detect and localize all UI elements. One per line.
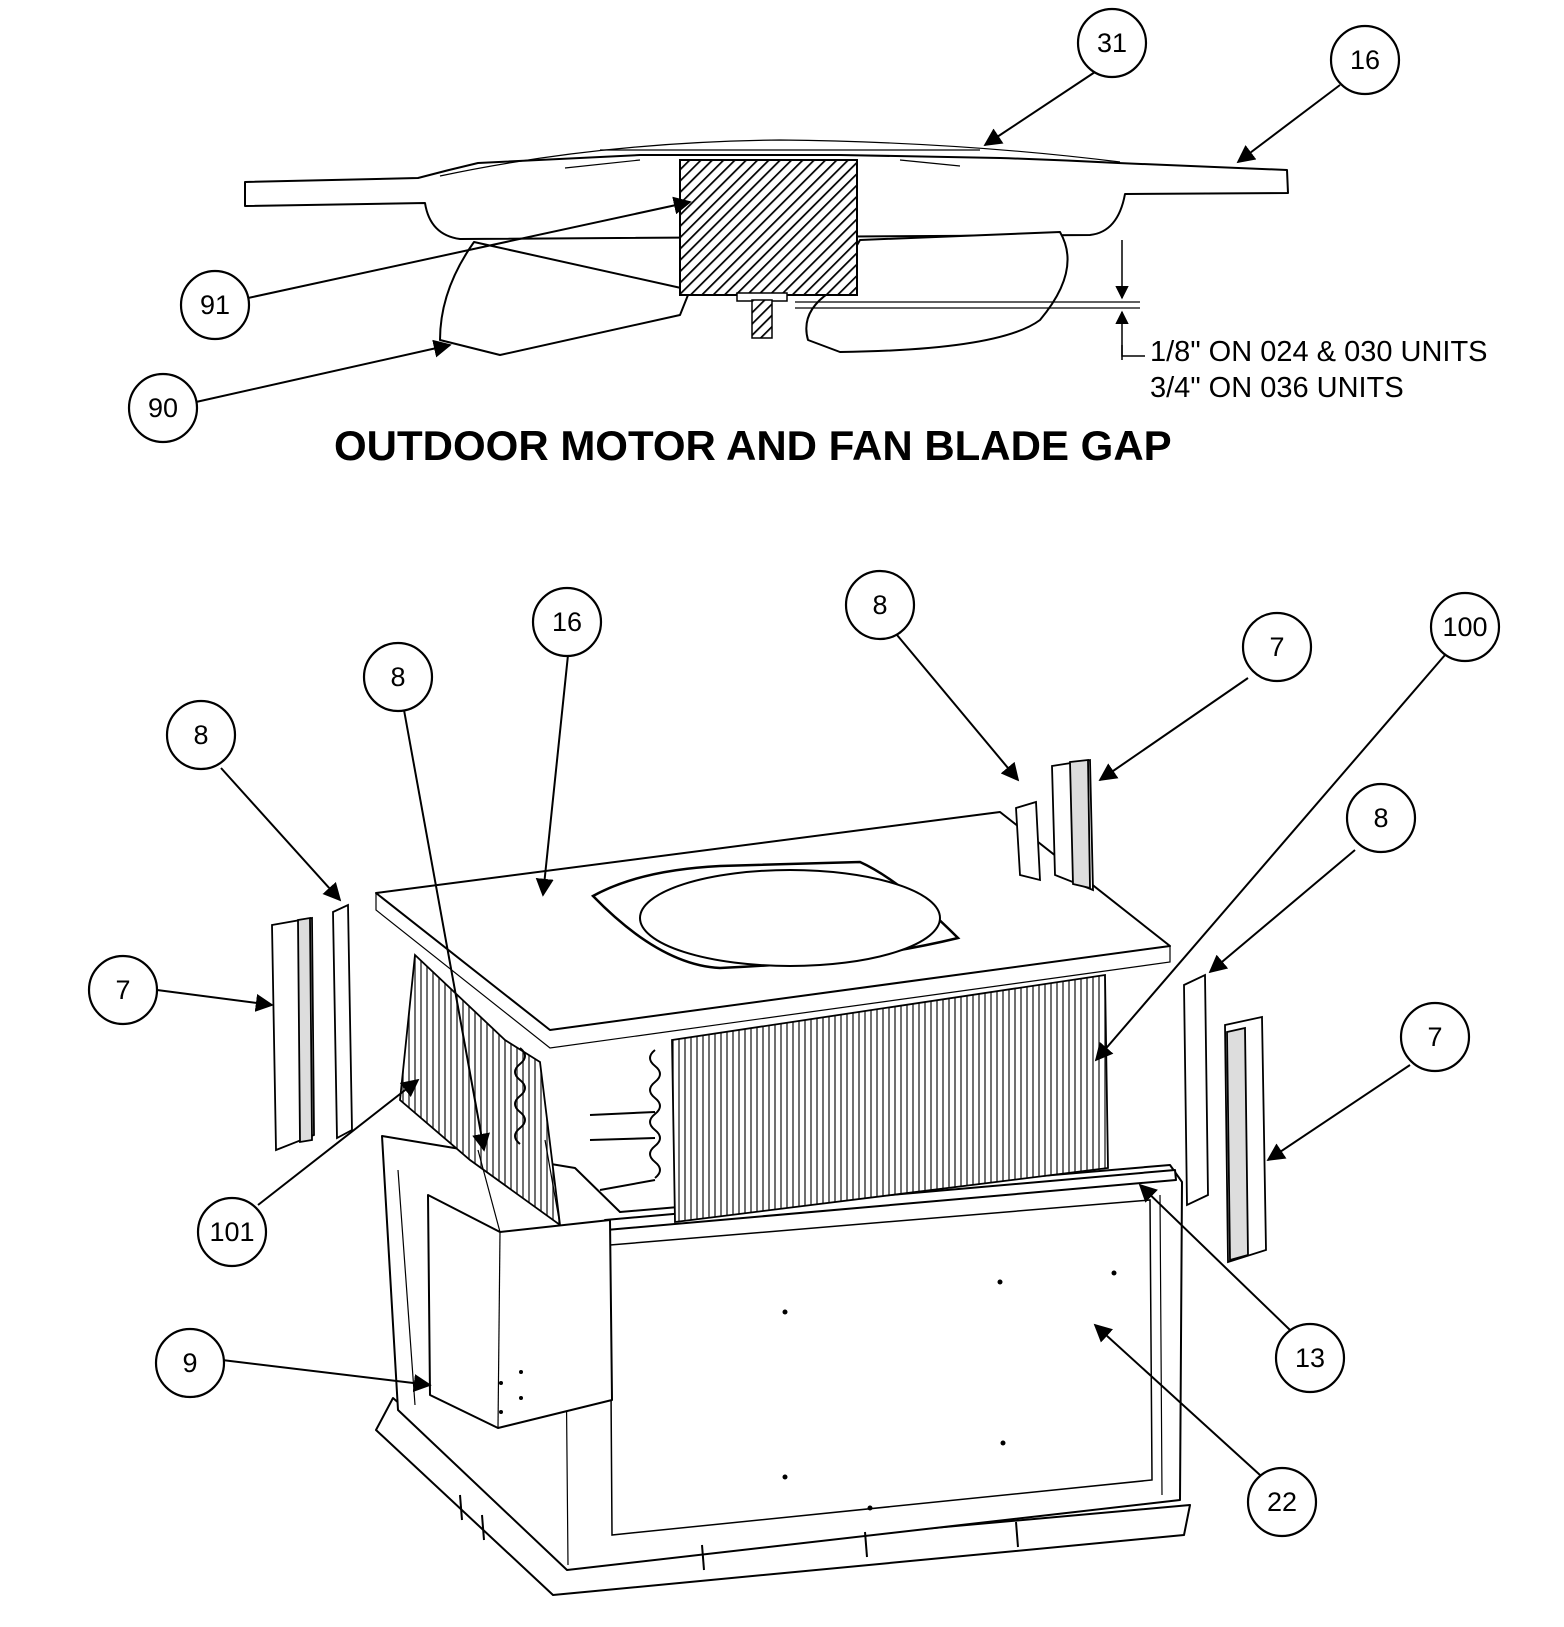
control-box (427, 1194, 613, 1429)
base-pan (375, 1397, 1191, 1596)
callout-9: 9 (154, 1327, 226, 1399)
callout-7-c: 7 (1399, 1001, 1471, 1073)
svg-text:22: 22 (1267, 1487, 1297, 1517)
diagram-title: OUTDOOR MOTOR AND FAN BLADE GAP (334, 422, 1172, 469)
callout-7-a: 7 (1241, 611, 1313, 683)
svg-text:7: 7 (1427, 1022, 1442, 1052)
corner-post-right (1224, 1015, 1267, 1264)
leader-lines (156, 71, 1446, 1476)
condenser-coil-front (671, 973, 1109, 1224)
callout-8-a: 8 (362, 641, 434, 713)
callout-16-top: 16 (1329, 24, 1401, 96)
callout-7-b: 7 (87, 954, 159, 1026)
fan-guard (439, 139, 1121, 177)
callout-101: 101 (196, 1196, 268, 1268)
corner-angle-right (1183, 973, 1209, 1207)
callout-100: 100 (1429, 591, 1501, 663)
svg-text:8: 8 (1373, 803, 1388, 833)
svg-text:13: 13 (1295, 1343, 1325, 1373)
fan-blade-left (439, 241, 691, 356)
gap-note-2: 3/4" ON 036 UNITS (1150, 372, 1404, 404)
svg-text:16: 16 (1350, 45, 1380, 75)
svg-text:16: 16 (552, 607, 582, 637)
callout-13: 13 (1274, 1322, 1346, 1394)
svg-text:8: 8 (390, 662, 405, 692)
svg-text:90: 90 (148, 393, 178, 423)
corner-post-back (1051, 758, 1094, 892)
svg-text:31: 31 (1097, 28, 1127, 58)
callout-90: 90 (127, 372, 199, 444)
fan-blade-right (805, 231, 1069, 353)
callout-8-d: 8 (1345, 782, 1417, 854)
gap-note-1: 1/8" ON 024 & 030 UNITS (1150, 336, 1488, 368)
svg-text:101: 101 (209, 1217, 254, 1247)
motor-fan-detail (244, 139, 1289, 360)
callout-8-b: 8 (165, 699, 237, 771)
unit-assembly (271, 758, 1267, 1596)
svg-text:7: 7 (1269, 632, 1284, 662)
corner-post-left (271, 916, 315, 1152)
svg-text:8: 8 (193, 720, 208, 750)
corner-angle-back (1015, 800, 1041, 882)
svg-text:7: 7 (115, 975, 130, 1005)
svg-text:8: 8 (872, 590, 887, 620)
svg-text:91: 91 (200, 290, 230, 320)
callout-16-bottom: 16 (531, 586, 603, 658)
svg-text:100: 100 (1442, 612, 1487, 642)
callout-31: 31 (1076, 7, 1148, 79)
callout-22: 22 (1246, 1466, 1318, 1538)
callout-8-c: 8 (844, 569, 916, 641)
callout-91: 91 (179, 269, 251, 341)
fan-motor (679, 159, 858, 296)
front-panel (609, 1199, 1153, 1536)
svg-text:9: 9 (182, 1348, 197, 1378)
corner-angle-left (332, 903, 353, 1140)
